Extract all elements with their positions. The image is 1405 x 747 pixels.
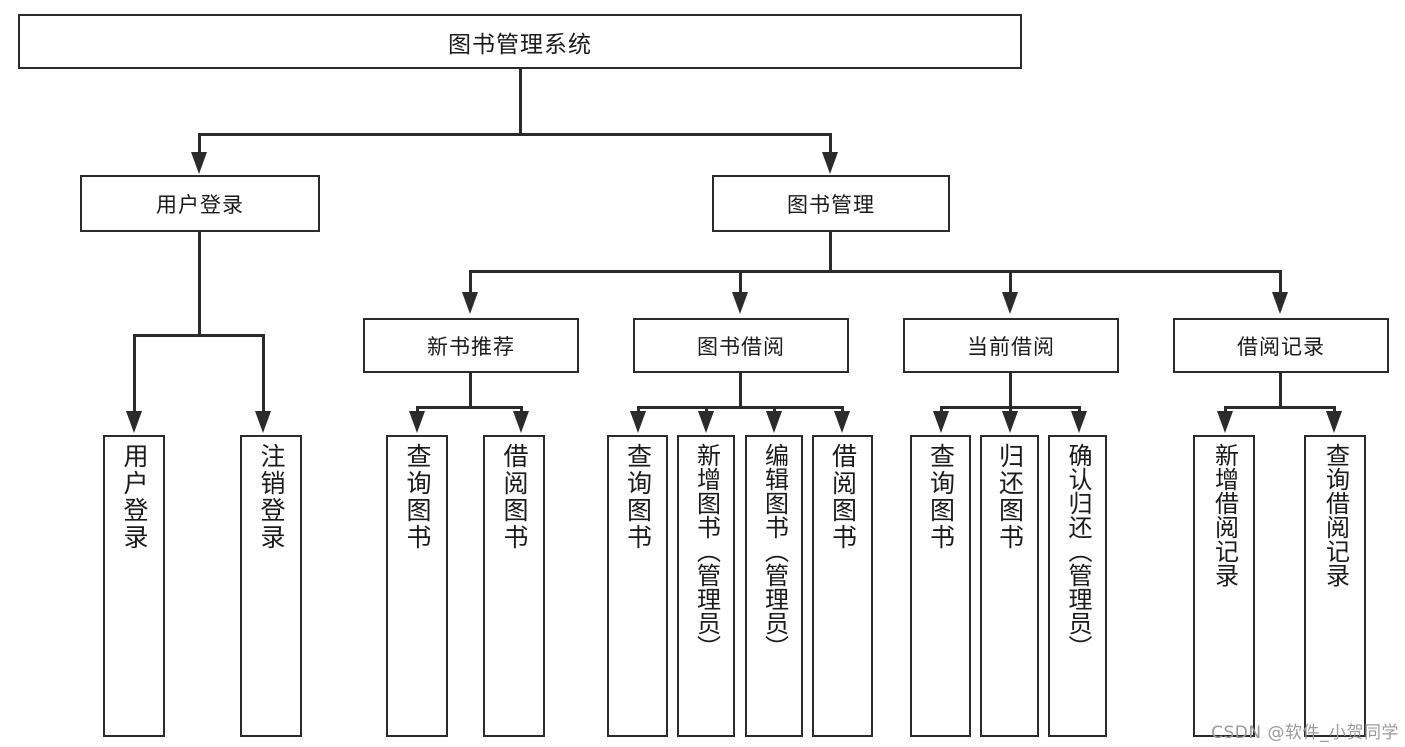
connector-user-login-leaf-1 (133, 334, 136, 414)
leaf-label: 确认归还（管理员） (1063, 443, 1092, 659)
connector-root-stem (519, 69, 522, 135)
connector-book-manage-to-current (1009, 270, 1012, 294)
node-book-management-system[interactable]: 图书管理系统 (18, 14, 1022, 69)
connector-user-login-leaf-2 (262, 334, 265, 414)
connector-new-rec-bus (416, 406, 523, 409)
csdn-watermark: CSDN @软件_小贺同学 (1211, 723, 1399, 743)
arrow-borrow-leaf-4 (834, 411, 850, 433)
leaf-label: 注销登录 (257, 443, 286, 551)
leaf-query-book-current[interactable]: 查询图书 (910, 435, 971, 737)
leaf-query-book-newrec[interactable]: 查询图书 (386, 435, 448, 737)
arrow-borrow-leaf-3 (766, 411, 782, 433)
arrow-root-to-book-manage (822, 152, 838, 174)
node-label: 图书借阅 (697, 334, 785, 359)
arrow-book-manage-to-new-rec (462, 292, 478, 314)
arrow-user-login-leaf-2 (255, 411, 271, 433)
node-book-borrow[interactable]: 图书借阅 (633, 318, 849, 373)
leaf-label: 查询图书 (926, 443, 956, 551)
node-label: 当前借阅 (967, 334, 1055, 359)
connector-record-stem (1279, 373, 1282, 408)
connector-book-manage-bus (469, 270, 1281, 273)
connector-book-manage-stem (829, 232, 832, 272)
connector-user-login-bus (133, 334, 265, 337)
connector-current-stem (1009, 373, 1012, 408)
arrow-borrow-leaf-1 (630, 411, 646, 433)
leaf-user-login[interactable]: 用户登录 (103, 435, 165, 737)
node-book-manage[interactable]: 图书管理 (712, 175, 950, 232)
connector-borrow-bus (637, 406, 842, 409)
leaf-logout[interactable]: 注销登录 (240, 435, 302, 737)
arrow-record-leaf-2 (1326, 411, 1342, 433)
arrow-book-manage-to-record (1272, 292, 1288, 314)
leaf-label: 借阅图书 (500, 443, 529, 551)
leaf-borrow-book[interactable]: 借阅图书 (812, 435, 873, 737)
node-new-book-recommend[interactable]: 新书推荐 (363, 318, 579, 373)
leaf-label: 新增借阅记录 (1210, 443, 1239, 587)
node-label: 用户登录 (156, 192, 244, 217)
leaf-query-book-borrow[interactable]: 查询图书 (607, 435, 668, 737)
arrow-current-leaf-2 (1002, 411, 1018, 433)
connector-borrow-stem (739, 373, 742, 408)
leaf-borrow-book-newrec[interactable]: 借阅图书 (483, 435, 545, 737)
node-label: 图书管理 (787, 192, 875, 217)
connector-user-login-stem (198, 232, 201, 336)
leaf-edit-book-admin[interactable]: 编辑图书（管理员） (745, 435, 803, 737)
leaf-add-book-admin[interactable]: 新增图书（管理员） (677, 435, 735, 737)
arrow-current-leaf-1 (933, 411, 949, 433)
leaf-label: 查询图书 (403, 443, 432, 551)
connector-book-manage-to-record (1279, 270, 1282, 294)
arrow-user-login-leaf-1 (126, 411, 142, 433)
arrow-new-rec-leaf-1 (409, 411, 425, 433)
leaf-query-borrow-record[interactable]: 查询借阅记录 (1304, 435, 1366, 737)
node-borrow-record[interactable]: 借阅记录 (1173, 318, 1389, 373)
arrow-root-to-user-login (191, 152, 207, 174)
leaf-label: 查询借阅记录 (1321, 443, 1350, 587)
connector-record-bus (1224, 406, 1336, 409)
connector-book-manage-to-borrow (739, 270, 742, 294)
leaf-add-borrow-record[interactable]: 新增借阅记录 (1193, 435, 1255, 737)
node-label: 借阅记录 (1237, 334, 1325, 359)
leaf-confirm-return-admin[interactable]: 确认归还（管理员） (1048, 435, 1107, 737)
node-label: 图书管理系统 (448, 31, 592, 58)
leaf-label: 用户登录 (120, 443, 149, 551)
node-user-login[interactable]: 用户登录 (80, 175, 320, 232)
leaf-return-book[interactable]: 归还图书 (980, 435, 1039, 737)
arrow-new-rec-leaf-2 (513, 411, 529, 433)
connector-book-manage-to-new-rec (469, 270, 472, 294)
arrow-book-manage-to-borrow (732, 292, 748, 314)
connector-root-bus (198, 133, 831, 136)
leaf-label: 编辑图书（管理员） (760, 443, 789, 659)
node-label: 新书推荐 (427, 334, 515, 359)
leaf-label: 新增图书（管理员） (692, 443, 721, 659)
arrow-borrow-leaf-2 (698, 411, 714, 433)
arrow-record-leaf-1 (1217, 411, 1233, 433)
arrow-book-manage-to-current (1002, 292, 1018, 314)
leaf-label: 借阅图书 (828, 443, 858, 551)
node-current-borrow[interactable]: 当前借阅 (903, 318, 1119, 373)
connector-root-to-user-login (198, 133, 201, 155)
connector-root-to-book-manage (829, 133, 832, 155)
arrow-current-leaf-3 (1071, 411, 1087, 433)
connector-new-rec-stem (469, 373, 472, 408)
leaf-label: 归还图书 (995, 443, 1025, 551)
leaf-label: 查询图书 (623, 443, 653, 551)
